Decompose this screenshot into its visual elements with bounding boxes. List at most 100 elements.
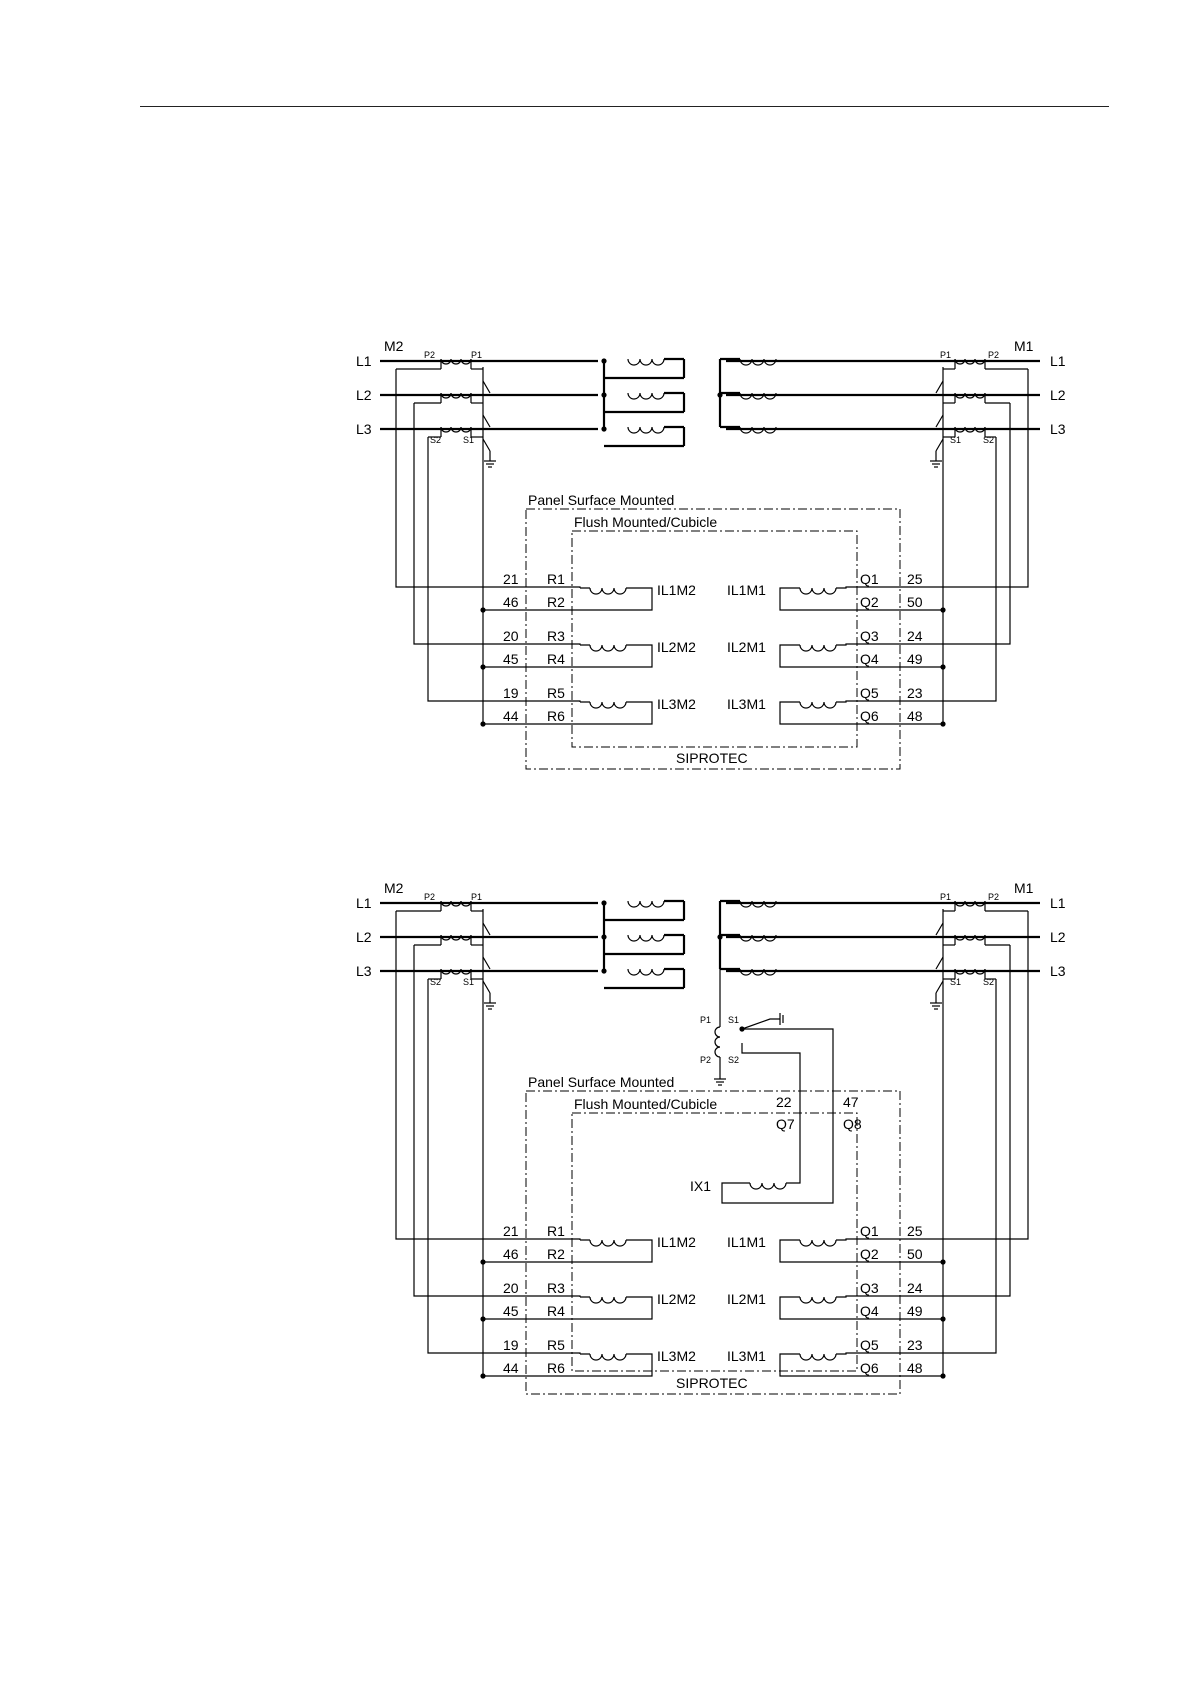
input-coil-ix1-icon: [749, 1182, 787, 1190]
winding-m1-2-icon: [739, 392, 777, 400]
input-coil-m2-3-icon: [589, 701, 627, 709]
phase-label-l2-right: L2: [1050, 387, 1066, 403]
ct-m1-3-icon: [954, 968, 986, 975]
terminal-r1: R1: [547, 1223, 565, 1239]
ct-terminal-p1: P1: [471, 892, 482, 902]
flush-mounted-label: Flush Mounted/Cubicle: [574, 514, 717, 530]
ct-terminal-p1: P1: [940, 350, 951, 360]
winding-m2-1-icon: [627, 358, 665, 366]
terminal-q2: Q2: [860, 594, 879, 610]
input-coil-m2-1-icon: [589, 1239, 627, 1247]
secondary-wire: [836, 979, 997, 1355]
link-switch: [482, 414, 491, 428]
input-il2m1: IL2M1: [727, 639, 766, 655]
secondary-wire: [779, 644, 943, 668]
ct-m2-2-icon: [440, 392, 472, 399]
terminal-num-49: 49: [907, 1303, 923, 1319]
terminal-num-48: 48: [907, 708, 923, 724]
ground-icon: [930, 455, 942, 468]
secondary-wire: [483, 644, 653, 668]
secondary-wire: [779, 1239, 943, 1263]
star-point-dot: [717, 392, 723, 398]
input-coil-m1-3-icon: [799, 701, 837, 709]
terminal-num-24: 24: [907, 628, 923, 644]
link-switch: [482, 980, 491, 994]
link-switch: [935, 922, 944, 936]
ct-m2-3-icon: [440, 968, 472, 975]
link-switch: [482, 922, 491, 936]
terminal-num-22: 22: [776, 1094, 792, 1110]
terminal-num-44: 44: [503, 1360, 519, 1376]
winding-m2-3-icon: [627, 426, 665, 434]
terminal-r2: R2: [547, 1246, 565, 1262]
terminal-q3: Q3: [860, 628, 879, 644]
terminal-num-23: 23: [907, 1337, 923, 1353]
terminal-num-25: 25: [907, 571, 923, 587]
secondary-wire: [779, 701, 943, 725]
input-coil-m1-2-icon: [799, 644, 837, 652]
phase-label-l1-right: L1: [1050, 353, 1066, 369]
terminal-num-25: 25: [907, 1223, 923, 1239]
secondary-wire: [779, 587, 943, 611]
terminal-r4: R4: [547, 1303, 565, 1319]
terminal-num-19: 19: [503, 685, 519, 701]
secondary-wire: [395, 369, 581, 588]
terminal-q1: Q1: [860, 571, 879, 587]
phase-label-l2-right: L2: [1050, 929, 1066, 945]
input-coil-m2-2-icon: [589, 1296, 627, 1304]
ct-terminal-p2: P2: [988, 892, 999, 902]
secondary-wire: [779, 1296, 943, 1320]
ct-terminal-p2: P2: [424, 350, 435, 360]
neutral-ct-icon: [714, 1026, 721, 1058]
ct-terminal-p2: P2: [988, 350, 999, 360]
link-switch: [935, 956, 944, 970]
terminal-num-50: 50: [907, 1246, 923, 1262]
panel-surface-label: Panel Surface Mounted: [528, 1074, 674, 1090]
input-il1m1: IL1M1: [727, 1234, 766, 1250]
terminal-r1: R1: [547, 571, 565, 587]
terminal-num-20: 20: [503, 628, 519, 644]
terminal-q6: Q6: [860, 708, 879, 724]
phase-label-l2-left: L2: [356, 387, 372, 403]
terminal-num-46: 46: [503, 594, 519, 610]
terminal-q8: Q8: [843, 1116, 862, 1132]
terminal-r6: R6: [547, 708, 565, 724]
terminal-num-50: 50: [907, 594, 923, 610]
input-coil-m2-3-icon: [589, 1353, 627, 1361]
terminal-num-19: 19: [503, 1337, 519, 1353]
side-label-m1: M1: [1014, 338, 1034, 354]
ct-terminal-s1: S1: [950, 435, 961, 445]
secondary-wire: [483, 587, 653, 611]
secondary-wire: [836, 437, 997, 703]
ct-terminal-s2: S2: [430, 435, 441, 445]
terminal-num-46: 46: [503, 1246, 519, 1262]
terminal-r5: R5: [547, 1337, 565, 1353]
ground-icon: [930, 997, 942, 1010]
link-switch: [482, 438, 491, 452]
winding-m2-3-icon: [627, 968, 665, 976]
secondary-wire: [779, 1353, 943, 1377]
terminal-q2: Q2: [860, 1246, 879, 1262]
aux-wire: [741, 1043, 801, 1184]
winding-m2-1-icon: [627, 900, 665, 908]
neutral-ct-ground: [741, 1018, 780, 1030]
secondary-wire: [483, 1239, 653, 1263]
input-il2m1: IL2M1: [727, 1291, 766, 1307]
phase-label-l2-left: L2: [356, 929, 372, 945]
side-label-m2: M2: [384, 880, 404, 896]
terminal-q4: Q4: [860, 1303, 879, 1319]
ct-m2-2-icon: [440, 934, 472, 941]
neutral-ct-s2: S2: [728, 1055, 739, 1065]
input-coil-m1-3-icon: [799, 1353, 837, 1361]
terminal-num-44: 44: [503, 708, 519, 724]
secondary-wire: [483, 701, 653, 725]
link-switch: [935, 380, 944, 394]
ct-m2-1-icon: [440, 900, 472, 907]
winding-m1-1-icon: [739, 900, 777, 908]
ct-m1-1-icon: [954, 900, 986, 907]
winding-m1-3-icon: [739, 426, 777, 434]
ct-terminal-s1: S1: [950, 977, 961, 987]
